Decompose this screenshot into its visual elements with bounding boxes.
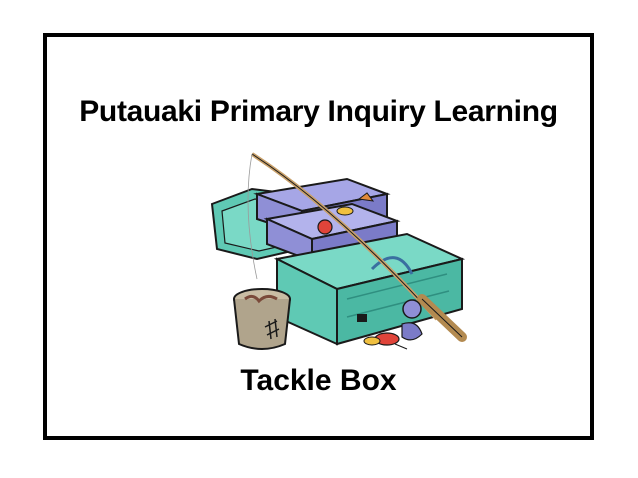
bait-bucket [233,288,291,350]
slide-title: Putauaki Primary Inquiry Learning [79,95,558,128]
slide-frame: Putauaki Primary Inquiry Learning [43,33,594,440]
tackle-box-illustration [210,152,467,350]
fishing-rod [247,152,467,342]
fishing-lures [363,322,423,350]
slide-caption: Tackle Box [240,364,397,397]
tackle-box-body [273,232,466,346]
